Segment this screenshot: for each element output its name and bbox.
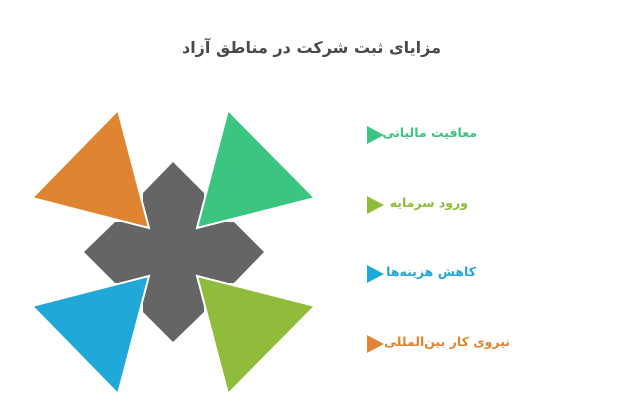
legend-label: کاهش هزینه‌ها [386, 264, 476, 279]
triangle-right-icon [367, 335, 384, 353]
triangle-right-icon [367, 126, 384, 144]
legend-item-capital-inflow: ورود سرمایه [362, 193, 482, 217]
triangle-green-top-right [195, 108, 317, 230]
legend-item-cost-reduction: کاهش هزینه‌ها [362, 262, 482, 286]
legend-label: معافیت مالیاتی [382, 125, 477, 140]
triangle-yellowgreen-bottom-right [195, 274, 317, 396]
triangle-blue-bottom-left [30, 274, 151, 396]
legend-label: نیروی کار بین‌المللی [384, 334, 510, 349]
triangle-right-icon [367, 265, 384, 283]
triangle-right-icon [367, 196, 384, 214]
triangle-orange-top-left [30, 108, 151, 230]
legend-item-tax-exemption: معافیت مالیاتی [362, 123, 482, 147]
legend-label: ورود سرمایه [389, 195, 468, 210]
diagram-title: مزایای ثبت شرکت در مناطق آزاد [181, 38, 442, 57]
legend-item-international-workforce: نیروی کار بین‌المللی [362, 332, 512, 356]
center-cross-shape [84, 162, 264, 342]
